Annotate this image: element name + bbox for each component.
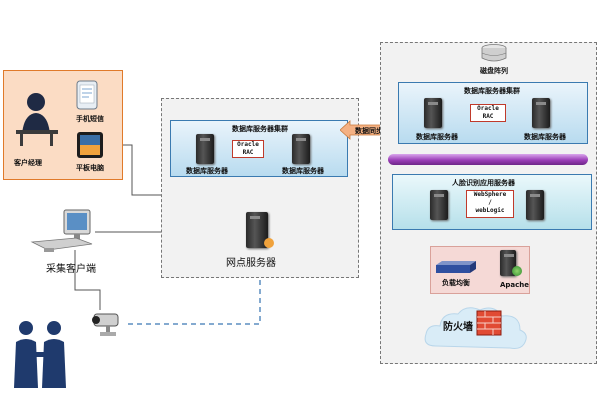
center-cluster-label: 数据库服务器集群: [464, 87, 520, 95]
websphere-box: WebSphere / webLogic: [466, 190, 514, 218]
node-oracle-rac: Oracle RAC: [232, 140, 264, 158]
customer-manager-icon: [14, 88, 60, 148]
network-bus: [388, 154, 588, 165]
center-oracle-line2: RAC: [482, 113, 494, 120]
node-server-badge-icon: [264, 238, 274, 248]
center-db-server-left-label: 数据库服务器: [416, 133, 458, 141]
disk-array-icon: [481, 44, 507, 62]
load-balancer-icon: [436, 258, 476, 273]
app-server-left-icon: [430, 190, 448, 220]
node-server-label: 网点服务器: [226, 258, 276, 269]
websphere-line3: webLogic: [475, 207, 505, 214]
phone-icon: [76, 80, 98, 110]
apache-label: Apache: [500, 281, 530, 289]
center-db-server-right-icon: [532, 98, 550, 128]
load-balance-label: 负载均衡: [442, 279, 470, 287]
customer-manager-label: 客户经理: [14, 159, 42, 167]
sync-label: 数据同步: [355, 127, 383, 135]
disk-array-label: 磁盘阵列: [480, 67, 508, 75]
center-oracle-line1: Oracle: [477, 105, 499, 112]
collector-pc-icon: [30, 208, 96, 256]
app-cluster-label: 人脸识别应用服务器: [452, 179, 515, 187]
app-server-right-icon: [526, 190, 544, 220]
node-db-server-right-label: 数据库服务器: [282, 167, 324, 175]
collector-label: 采集客户端: [46, 264, 96, 275]
node-db-server-left-icon: [196, 134, 214, 164]
apache-globe-icon: [512, 266, 522, 276]
center-db-server-right-label: 数据库服务器: [524, 133, 566, 141]
tablet-icon: [76, 130, 104, 160]
firewall-icon: [476, 310, 502, 336]
camera-icon: [88, 308, 130, 338]
center-oracle-rac: Oracle RAC: [470, 104, 506, 122]
websphere-line1: WebSphere: [473, 191, 507, 198]
client-box: [3, 70, 123, 180]
node-db-server-left-label: 数据库服务器: [186, 167, 228, 175]
websphere-line2: /: [488, 199, 492, 206]
node-db-server-right-icon: [292, 134, 310, 164]
business-people-icon: [8, 318, 72, 390]
node-oracle-line1: Oracle: [237, 141, 259, 148]
tablet-label: 平板电脑: [76, 164, 104, 172]
node-server-icon: [246, 212, 268, 248]
firewall-label: 防火墙: [443, 322, 473, 333]
center-db-server-left-icon: [424, 98, 442, 128]
node-oracle-line2: RAC: [242, 149, 254, 156]
sms-label: 手机短信: [76, 115, 104, 123]
node-cluster-label: 数据库服务器集群: [232, 125, 288, 133]
